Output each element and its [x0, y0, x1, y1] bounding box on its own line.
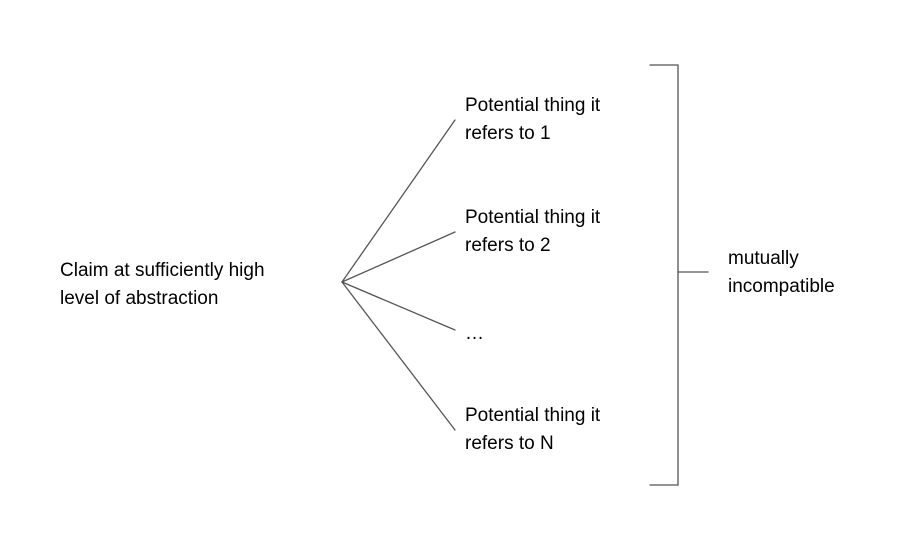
target-ellipsis-line: … [465, 323, 484, 344]
target-n-line-2: refers to N [465, 433, 554, 454]
target-2-line-1: Potential thing it [465, 207, 601, 228]
source-claim-line-1: Claim at sufficiently high [60, 260, 265, 281]
bracket-label: mutually incompatible [728, 245, 835, 301]
branch-line-1 [341, 119, 456, 283]
source-claim-line-2: level of abstraction [60, 288, 219, 309]
grouping-bracket [649, 64, 679, 486]
target-1-line-1: Potential thing it [465, 95, 601, 116]
branch-line-2 [341, 231, 456, 283]
branch-line-3 [341, 281, 456, 331]
bracket-label-line-1: mutually [728, 248, 799, 269]
target-label-2: Potential thing it refers to 2 [465, 204, 600, 260]
target-label-ellipsis: … [465, 320, 484, 348]
target-n-line-1: Potential thing it [465, 405, 601, 426]
target-2-line-2: refers to 2 [465, 235, 551, 256]
source-claim-label: Claim at sufficiently high level of abst… [60, 257, 265, 313]
target-label-n: Potential thing it refers to N [465, 402, 600, 458]
target-1-line-2: refers to 1 [465, 123, 551, 144]
bracket-label-line-2: incompatible [728, 276, 835, 297]
branch-line-4 [341, 281, 456, 431]
target-label-1: Potential thing it refers to 1 [465, 92, 600, 148]
